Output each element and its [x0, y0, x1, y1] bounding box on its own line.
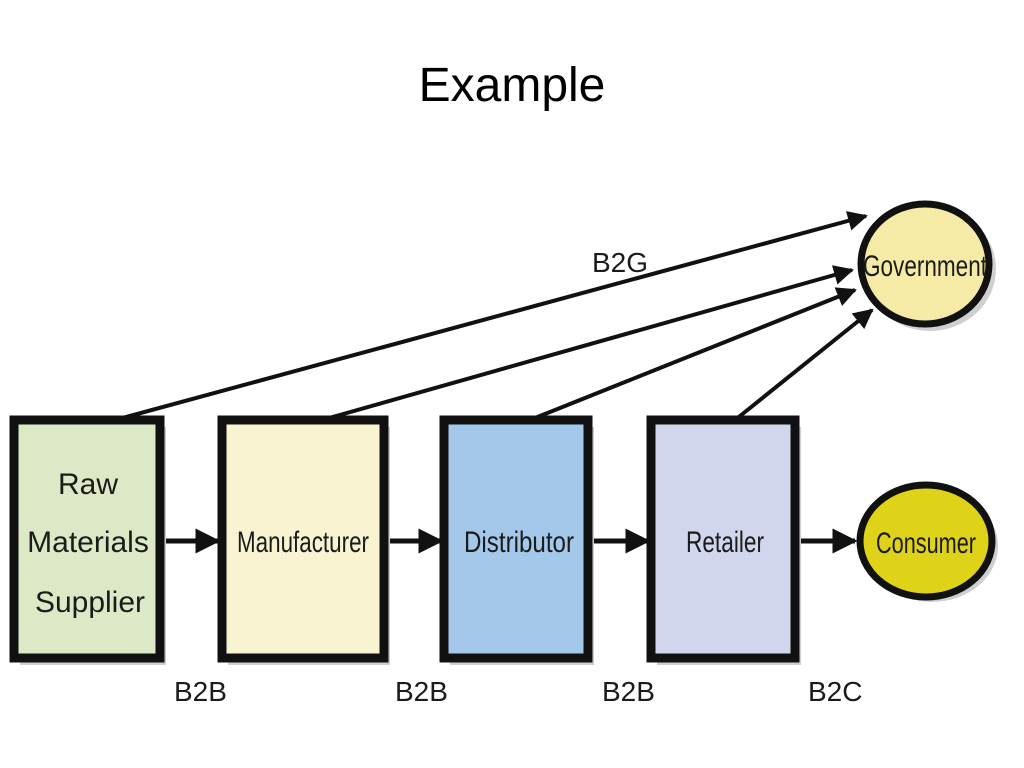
consumer-label: Consumer: [876, 527, 976, 560]
b2g-label: B2G: [592, 247, 648, 278]
manufacturer-label: Manufacturer: [237, 526, 369, 559]
government-label: Government: [863, 250, 987, 283]
b2b-label-2: B2B: [395, 676, 448, 707]
b2b-label-1: B2B: [174, 676, 227, 707]
node-distributor: Distributor: [439, 415, 594, 665]
b2g-arrows: [114, 211, 874, 422]
raw-materials-supplier-label-line-2: Materials: [27, 526, 149, 559]
node-government: Government: [857, 200, 996, 331]
retailer-label: Retailer: [686, 526, 764, 559]
b2c-label: B2C: [808, 676, 862, 707]
b2b-label-3: B2B: [602, 676, 655, 707]
slide-title: Example: [418, 59, 606, 112]
node-retailer: Retailer: [646, 415, 801, 665]
arrow-supplier-to-government: [114, 211, 868, 422]
arrow-manufacturer-to-government: [321, 265, 854, 422]
government-ellipse: [857, 200, 993, 328]
arrow-distributor-to-government: [529, 287, 857, 422]
distributor-box: [439, 415, 593, 663]
node-manufacturer: Manufacturer: [217, 415, 390, 665]
consumer-ellipse: [856, 481, 996, 601]
distributor-label: Distributor: [464, 526, 574, 559]
manufacturer-box: [217, 415, 389, 663]
arrow-retailer-to-government: [733, 308, 874, 422]
node-raw-materials-supplier: Raw Materials Supplier: [9, 415, 166, 665]
raw-materials-supplier-label-line-3: Supplier: [35, 586, 145, 619]
retailer-box: [646, 415, 800, 663]
node-consumer: Consumer: [856, 481, 998, 602]
raw-materials-supplier-box: [9, 415, 165, 663]
raw-materials-supplier-label-line-1: Raw: [58, 468, 118, 501]
